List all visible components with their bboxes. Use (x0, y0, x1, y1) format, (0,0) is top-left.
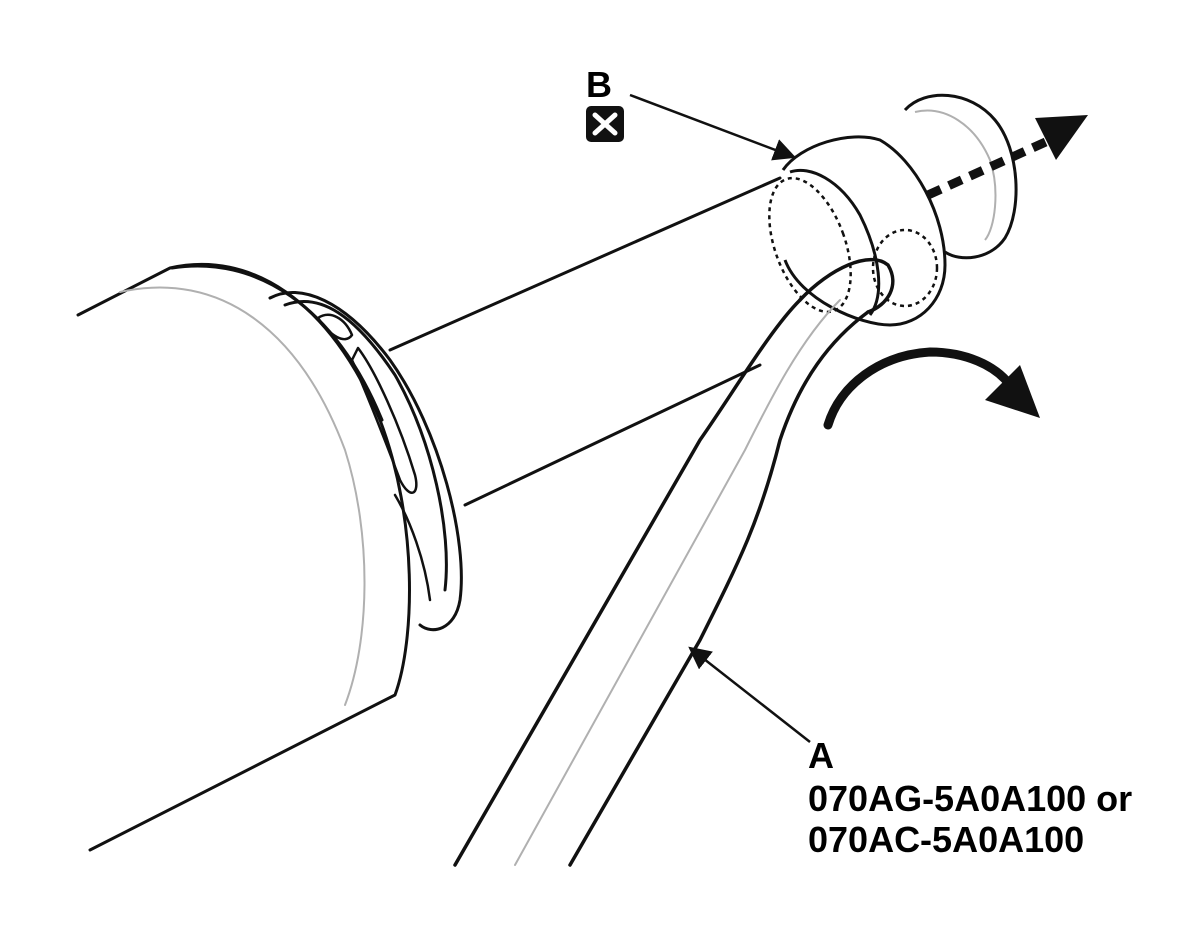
tool-left-edge (453, 298, 802, 867)
joint-housing (76, 263, 411, 852)
callout-a: A 070AG-5A0A100 or 070AC-5A0A100 (688, 646, 1132, 860)
callout-b: B (586, 64, 797, 161)
ring-hole-dashed (871, 228, 939, 308)
ring-hidden-edge (768, 176, 852, 314)
snap-ring-b (768, 93, 1018, 327)
outer-cap-inner-line (914, 109, 997, 241)
leader-line-b (629, 93, 797, 161)
tool-tip (798, 257, 895, 314)
special-tool-a (453, 257, 895, 867)
ring-front-face (789, 168, 881, 316)
shaft-bottom-edge (463, 363, 762, 507)
dashed-arrow-icon (1035, 115, 1088, 160)
boot-ring-inner (283, 300, 448, 592)
callout-b-label: B (586, 64, 612, 105)
callout-a-label: A (808, 735, 834, 776)
ring-body (781, 135, 947, 327)
do-not-reuse-x-icon (586, 106, 624, 142)
boot-ring-outer (268, 290, 463, 632)
removal-direction-arrow (926, 115, 1088, 200)
drive-shaft (76, 176, 782, 852)
boot-groove-2 (350, 346, 418, 494)
rotation-direction-arrow (823, 347, 1040, 430)
tool-right-edge (568, 310, 870, 867)
callout-a-tool-number-1: 070AG-5A0A100 or (808, 778, 1132, 819)
tool-highlight (514, 299, 841, 866)
housing-rim (170, 264, 384, 422)
outer-cap (903, 93, 1018, 260)
leader-line-a (688, 646, 811, 743)
shaft-top-edge (388, 176, 782, 352)
curved-arrow-icon (985, 365, 1040, 418)
boot-groove-1 (316, 313, 354, 341)
joint-housing-highlight (119, 286, 366, 706)
callout-a-tool-number-2: 070AC-5A0A100 (808, 819, 1084, 860)
boot-groove-3 (393, 493, 432, 602)
